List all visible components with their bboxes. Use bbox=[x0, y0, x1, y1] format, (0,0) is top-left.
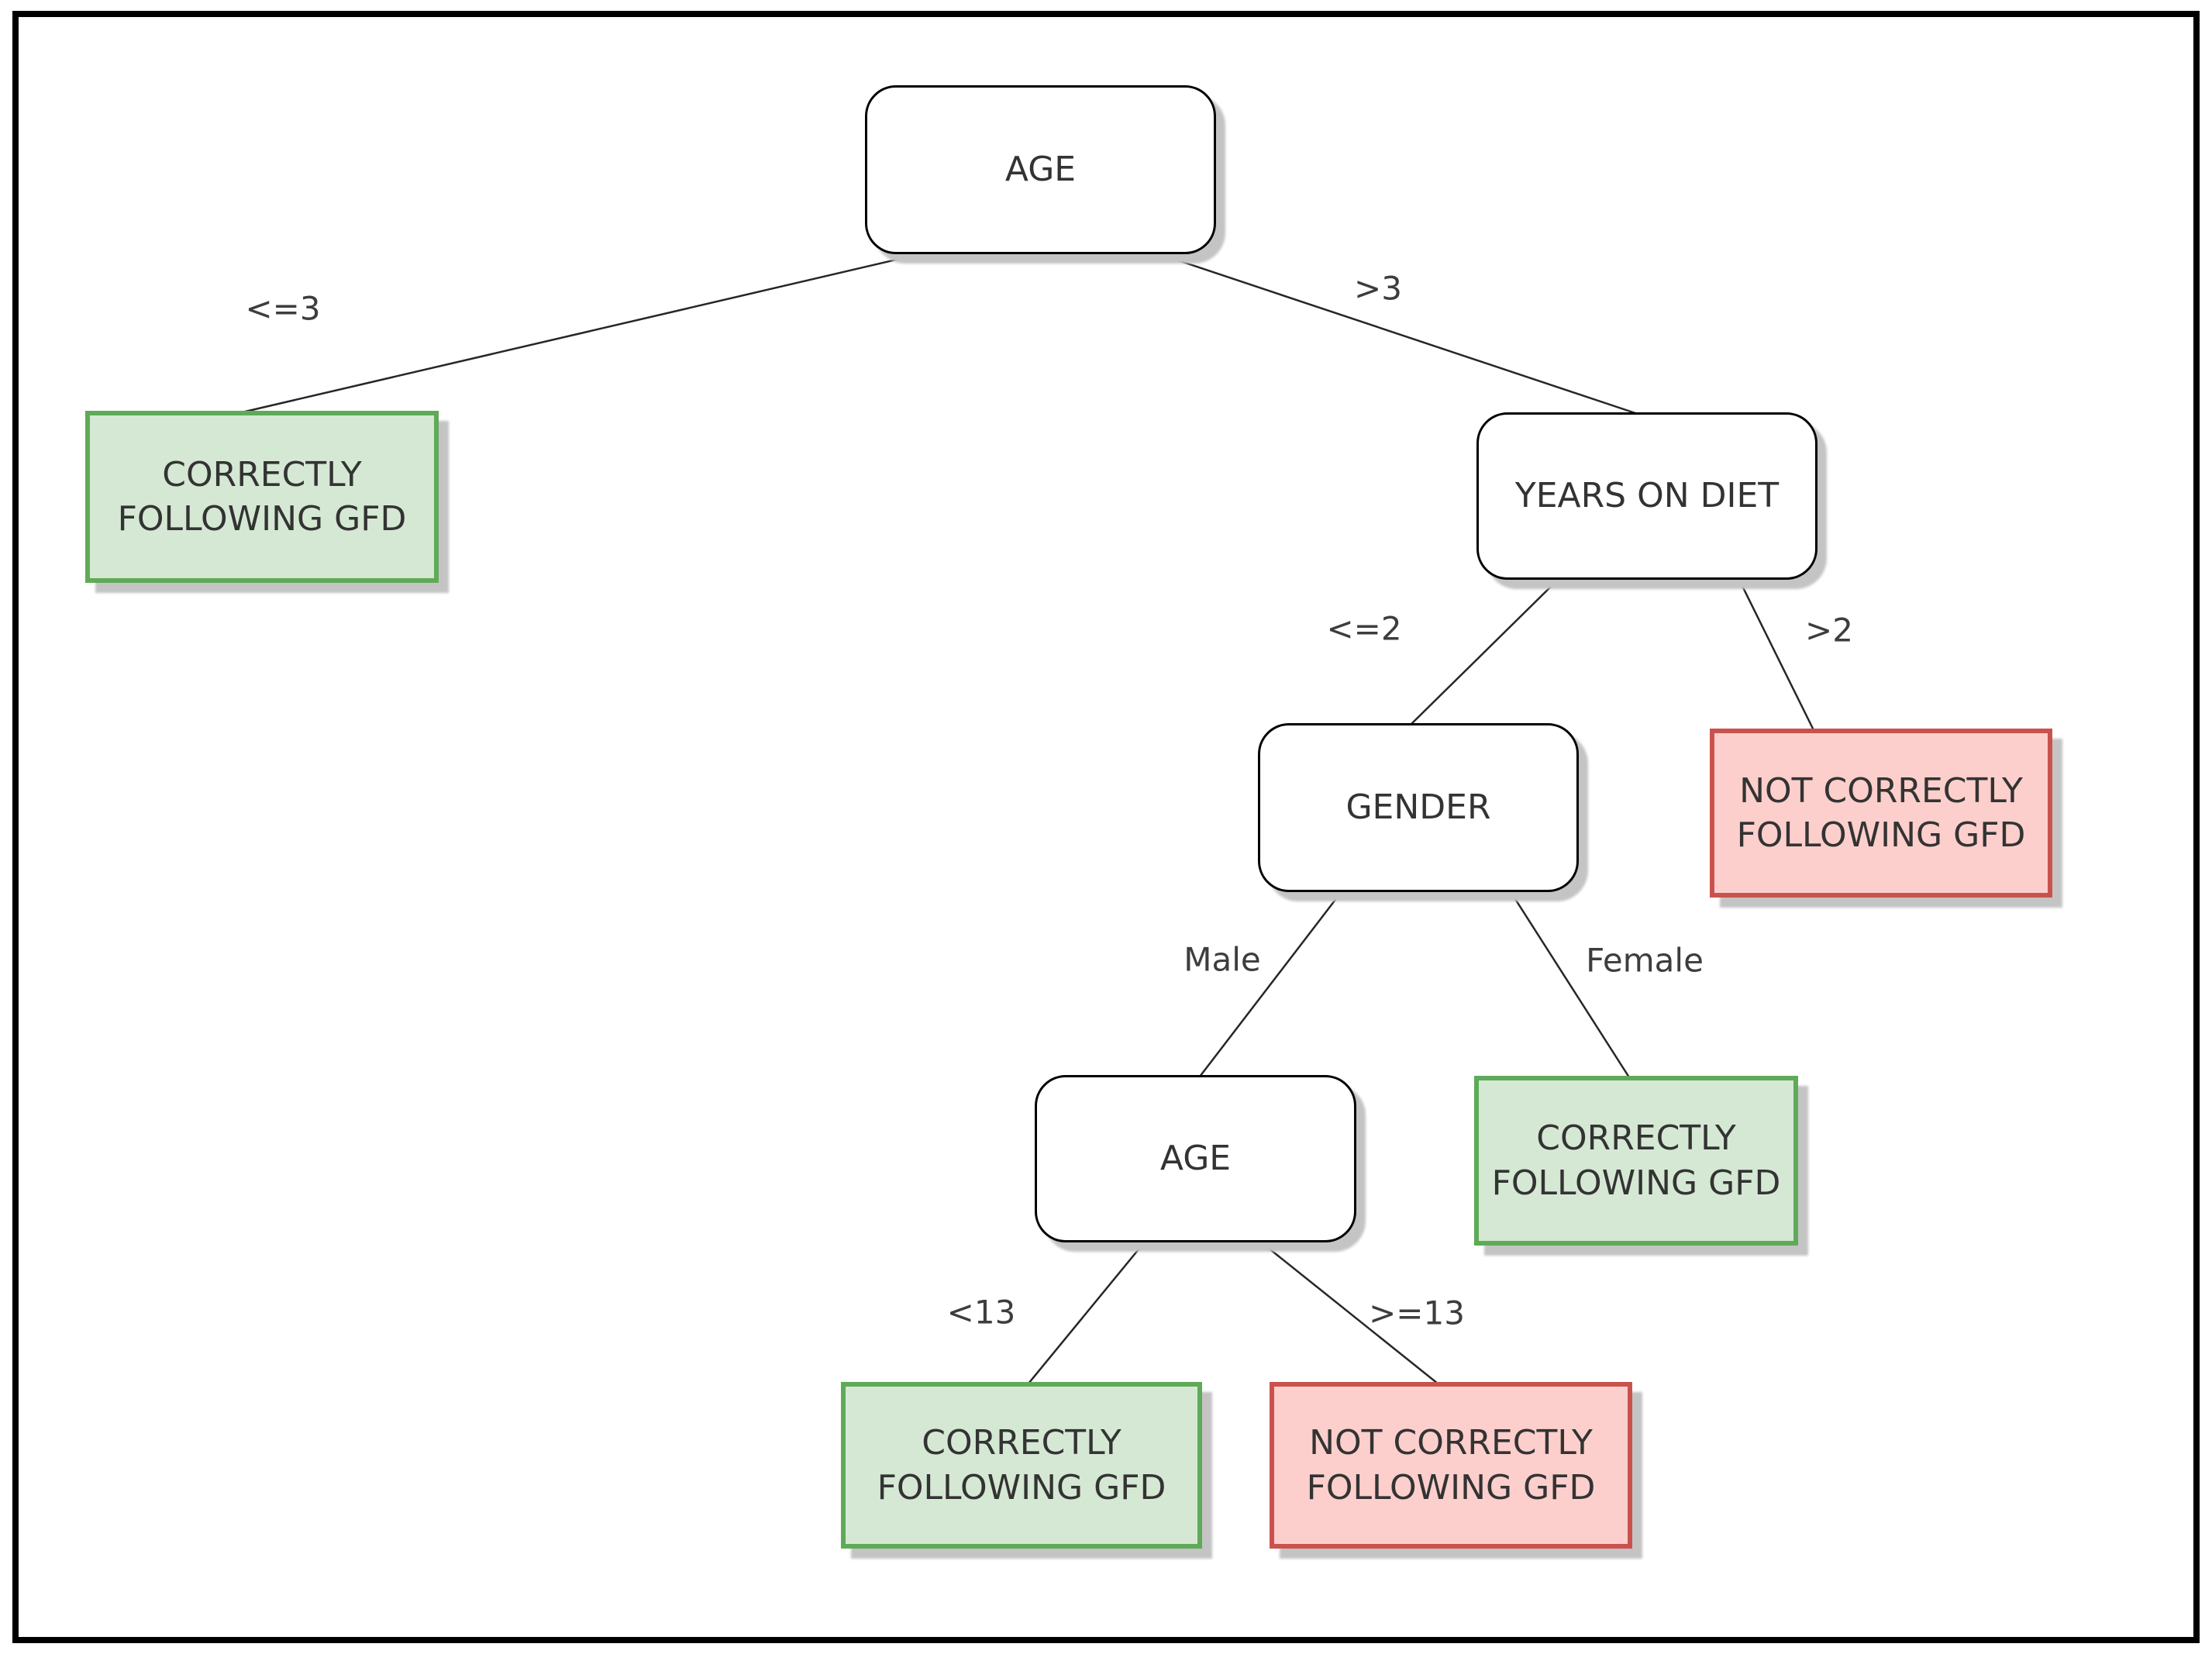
edge-label-years-gt2: >2 bbox=[1805, 611, 1853, 650]
node-label: AGE bbox=[1159, 1139, 1232, 1179]
edge-label-age2-ge13: >=13 bbox=[1369, 1294, 1465, 1332]
edge-label-age-le3: <=3 bbox=[245, 289, 321, 328]
node-label: GENDER bbox=[1345, 787, 1491, 828]
diagram-frame bbox=[12, 11, 2200, 1643]
edge-age-le3 bbox=[241, 251, 927, 414]
node-correctly-gfd-age: CORRECTLY FOLLOWING GFD bbox=[85, 411, 439, 583]
edge-years-le2 bbox=[1410, 577, 1560, 725]
node-correctly-gfd-under13: CORRECTLY FOLLOWING GFD bbox=[841, 1382, 1202, 1549]
edge-label-gender-female: Female bbox=[1586, 941, 1704, 980]
edge-label-age-gt3: >3 bbox=[1354, 269, 1402, 308]
edge-age2-ge13 bbox=[1259, 1240, 1438, 1384]
node-label: NOT CORRECTLY FOLLOWING GFD bbox=[1306, 1423, 1596, 1508]
node-label: YEARS ON DIET bbox=[1514, 476, 1780, 516]
node-not-correctly-gfd-years: NOT CORRECTLY FOLLOWING GFD bbox=[1710, 729, 2052, 898]
edge-years-gt2 bbox=[1737, 577, 1815, 731]
edge-gender-male bbox=[1199, 890, 1343, 1077]
edge-age-gt3 bbox=[1154, 251, 1638, 415]
node-label: CORRECTLY FOLLOWING GFD bbox=[117, 454, 407, 539]
edge-label-gender-male: Male bbox=[1184, 940, 1261, 979]
node-years-on-diet: YEARS ON DIET bbox=[1476, 412, 1817, 580]
node-label: NOT CORRECTLY FOLLOWING GFD bbox=[1736, 770, 2026, 855]
node-not-correctly-gfd-13plus: NOT CORRECTLY FOLLOWING GFD bbox=[1270, 1382, 1632, 1549]
node-gender: GENDER bbox=[1258, 723, 1579, 892]
edge-label-age2-lt13: <13 bbox=[946, 1293, 1016, 1332]
node-label: AGE bbox=[1004, 150, 1077, 190]
node-age-male: AGE bbox=[1035, 1075, 1356, 1242]
node-label: CORRECTLY FOLLOWING GFD bbox=[877, 1423, 1166, 1508]
edge-age2-lt13 bbox=[1028, 1240, 1146, 1384]
edge-label-years-le2: <=2 bbox=[1326, 609, 1402, 648]
node-age-root: AGE bbox=[865, 85, 1216, 254]
node-correctly-gfd-female: CORRECTLY FOLLOWING GFD bbox=[1474, 1076, 1798, 1246]
edge-gender-female bbox=[1508, 890, 1631, 1078]
node-label: CORRECTLY FOLLOWING GFD bbox=[1491, 1118, 1781, 1203]
